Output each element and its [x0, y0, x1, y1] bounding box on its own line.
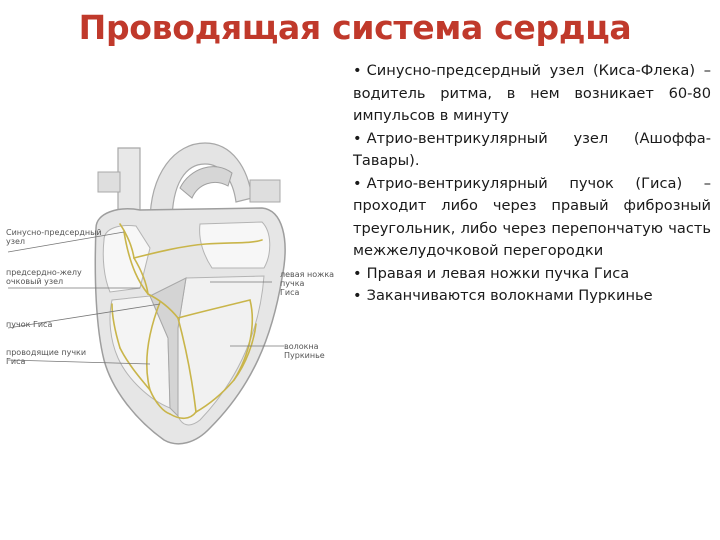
slide-title: Проводящая система сердца	[0, 8, 720, 47]
bullet-text: Заканчиваются волокнами Пуркинье	[367, 287, 653, 304]
label-sa-node: Синусно-предсердный узел	[6, 228, 102, 246]
bullet-text: Атрио-вентрикулярный пучок (Гиса) –прохо…	[353, 175, 711, 260]
bullet-marker: •	[353, 62, 362, 79]
bullet-marker: •	[353, 175, 362, 192]
bullet-marker: •	[353, 265, 362, 282]
heart-diagram	[0, 128, 350, 478]
label-bundle-of-his: пучок Гиса	[6, 320, 52, 329]
label-his-bundles: проводящие пучки Гиса	[6, 348, 86, 366]
bullet-item: • Заканчиваются волокнами Пуркинье	[353, 285, 711, 308]
heart-conduction-illustration: Синусно-предсердный узел предсердно-желу…	[0, 128, 350, 478]
bullet-list: •Синусно-предсердный узел (Киса-Флека) –…	[353, 60, 711, 308]
bullet-item: •Атрио-вентрикулярный узел (Ашоффа-Тавар…	[353, 128, 711, 173]
vessel-stub	[250, 180, 280, 202]
bullet-item: • Правая и левая ножки пучка Гиса	[353, 263, 711, 286]
bullet-marker: •	[353, 287, 362, 304]
bullet-marker: •	[353, 130, 362, 147]
pulmonary-vessel	[180, 167, 232, 198]
bullet-text: Правая и левая ножки пучка Гиса	[367, 265, 630, 282]
bullet-text: Атрио-вентрикулярный узел (Ашоффа-Тавары…	[353, 130, 711, 170]
label-left-bundle-branch: левая ножка пучка Гиса	[280, 270, 350, 297]
left-atrium	[200, 222, 270, 268]
vessel-stub	[98, 172, 120, 192]
label-purkinje-fibers: волокна Пуркинье	[284, 342, 350, 360]
bullet-item: •Атрио-вентрикулярный пучок (Гиса) –прох…	[353, 173, 711, 263]
bullet-text: Синусно-предсердный узел (Киса-Флека) – …	[353, 62, 711, 124]
label-av-node: предсердно-желу очковый узел	[6, 268, 82, 286]
bullet-item: •Синусно-предсердный узел (Киса-Флека) –…	[353, 60, 711, 128]
